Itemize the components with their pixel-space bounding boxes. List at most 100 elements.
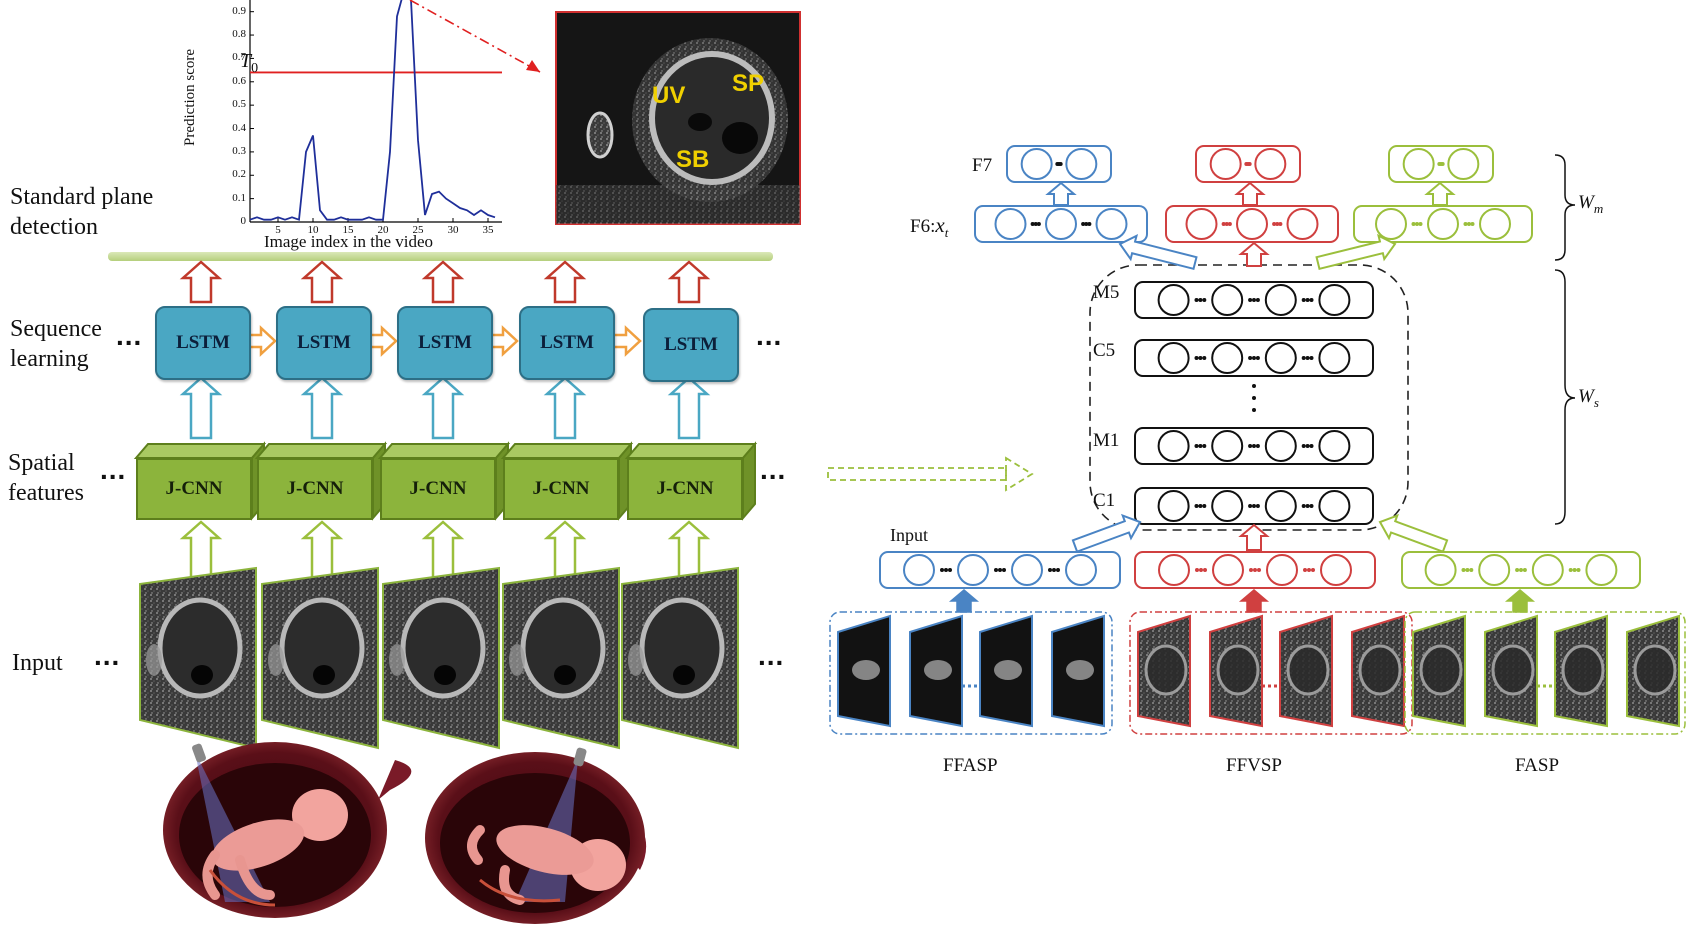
input-row-green-dot — [1568, 568, 1573, 572]
output-arrow-2 — [300, 260, 344, 304]
ellipsis-input-left: ... — [94, 640, 121, 671]
f6-to-f7-arrow-red — [1234, 181, 1266, 206]
f7-green-neuron — [1447, 148, 1480, 180]
input-row-red-dot — [1203, 568, 1207, 572]
input-frame-stomach-4 — [554, 665, 576, 685]
fetus-illustration-1 — [163, 742, 412, 918]
input-row-green-dot — [1576, 568, 1581, 572]
input-row-blue-dot — [1048, 568, 1052, 572]
f6-blue-neuron — [994, 208, 1027, 240]
f6-green-neuron — [1479, 208, 1511, 240]
group-fasp-frame-content-1 — [1419, 644, 1463, 696]
f6-blue-dot — [1081, 222, 1086, 226]
input-row-red-neuron — [1212, 554, 1244, 586]
f6-green-dot — [1467, 222, 1471, 226]
input-row-red-dot — [1257, 568, 1261, 572]
group-ffasp-frame-content-2 — [924, 660, 952, 680]
shared-layer-m5-dot — [1248, 298, 1253, 302]
shared-layer-m1-dot — [1305, 444, 1310, 448]
cnn-input-arrow-3 — [421, 520, 465, 580]
brace-label-ws: Ws — [1578, 386, 1599, 411]
shared-layer-c1-dot — [1305, 504, 1310, 508]
ellipsis-input-right: ... — [758, 640, 785, 671]
group-label-fasp: FASP — [1515, 755, 1560, 776]
stage-label-sequence-line1: Sequence — [10, 316, 102, 342]
shared-layer-m1-neuron — [1264, 430, 1297, 462]
input-row-blue-neuron — [957, 554, 989, 586]
plot-xtick-label: 35 — [482, 224, 494, 236]
shared-to-f6-arrow-red — [1238, 241, 1270, 267]
f6-red-dot — [1272, 222, 1277, 226]
shared-layer-m5-neuron — [1264, 284, 1297, 316]
stage-label-sequence-line2: learning — [10, 346, 89, 372]
shared-layer-c1-dot — [1301, 504, 1306, 508]
input-to-c1-arrow-blue-shape — [1071, 513, 1142, 553]
f6-blue-dot — [1033, 222, 1038, 226]
lstm-recurrent-arrow-2 — [366, 325, 398, 357]
plot-ytick-label: 0.3 — [232, 144, 246, 157]
f6-green-dot — [1411, 222, 1416, 226]
f6-blue-dot — [1036, 222, 1041, 226]
layer-label-c1: C1 — [1093, 490, 1116, 511]
layer-label-f6-var: x — [935, 213, 945, 237]
plot-ytick-label: 0.8 — [232, 28, 246, 41]
jcnn-top-face-2 — [254, 443, 388, 459]
input-row-blue-dot — [998, 568, 1002, 572]
input-frames — [139, 566, 739, 750]
f6-green-neuron — [1375, 208, 1407, 240]
shared-layer-vertical-dot-3 — [1252, 408, 1256, 412]
shared-layer-c1-dot — [1252, 504, 1256, 508]
input-frame-stomach-3 — [434, 665, 456, 685]
score-plot — [249, 0, 541, 223]
shared-layer-m5-dot — [1198, 298, 1203, 302]
f6-red-dot — [1221, 222, 1226, 226]
f7-green-neuron — [1402, 148, 1435, 180]
input-to-c1-arrow-green-shape — [1378, 513, 1449, 553]
input-to-c1-arrow-blue — [1071, 513, 1142, 553]
shared-layer-m5-neuron — [1211, 284, 1244, 316]
f6-green-dot — [1418, 222, 1423, 226]
lstm-cell-4: LSTM — [519, 306, 615, 380]
shared-layer-c1-neuron — [1264, 490, 1297, 522]
pointer-line — [409, 0, 541, 73]
stage-label-detection-line1: Standard plane — [10, 184, 154, 210]
arrows-layer — [133, 260, 758, 580]
plot-xtick-label: 10 — [307, 224, 319, 236]
plot-xtick-label: 20 — [377, 224, 389, 236]
shared-layer-c5-neuron — [1157, 342, 1190, 374]
pointer-arrowhead — [526, 60, 540, 72]
input-row-green-neuron — [1424, 554, 1457, 586]
fetus-illustration-2 — [425, 747, 647, 924]
ellipsis-cnn-left: ... — [100, 454, 127, 485]
lstm-cell-3: LSTM — [397, 306, 493, 380]
plot-xtick-label: 25 — [412, 224, 424, 236]
input-row-green-dot — [1469, 568, 1474, 572]
shared-layer-c5-dot — [1305, 356, 1310, 360]
f6-red-dot — [1224, 222, 1229, 226]
f6-blue-neuron — [1045, 208, 1077, 240]
f7-blue-dot — [1058, 162, 1063, 166]
shared-layer-m5-dot — [1301, 298, 1306, 302]
input-row-blue-neuron — [1011, 554, 1043, 586]
shared-layer-c5-dot — [1309, 356, 1314, 360]
shared-layer-c1-neuron — [1211, 490, 1244, 522]
f6-red-neuron — [1185, 208, 1218, 240]
input-row-blue-dot — [1056, 568, 1060, 572]
shared-layer-c5-dot — [1248, 356, 1253, 360]
shared-layer-m1-dot — [1255, 444, 1260, 448]
lstm-cell-1: LSTM — [155, 306, 251, 380]
f6-red-neuron — [1236, 208, 1268, 240]
shared-layer-m1-dot — [1202, 444, 1207, 448]
shared-layer-m5-dot — [1252, 298, 1256, 302]
stage-label-detection: Standard plane detection — [10, 182, 153, 242]
shared-layer-c5-neuron — [1318, 342, 1351, 374]
layer-label-f7: F7 — [972, 155, 993, 176]
ellipsis-cnn-right: ... — [760, 454, 787, 485]
cnn-input-arrow-4 — [543, 520, 587, 580]
input-row-green-neuron — [1585, 554, 1618, 586]
output-arrow-4 — [543, 260, 587, 304]
lstm-cell-2: LSTM — [276, 306, 372, 380]
ultrasound-label-sb: SB — [676, 146, 710, 173]
f7-red-neuron — [1209, 148, 1242, 180]
images-to-input-arrow-green — [1504, 589, 1536, 613]
